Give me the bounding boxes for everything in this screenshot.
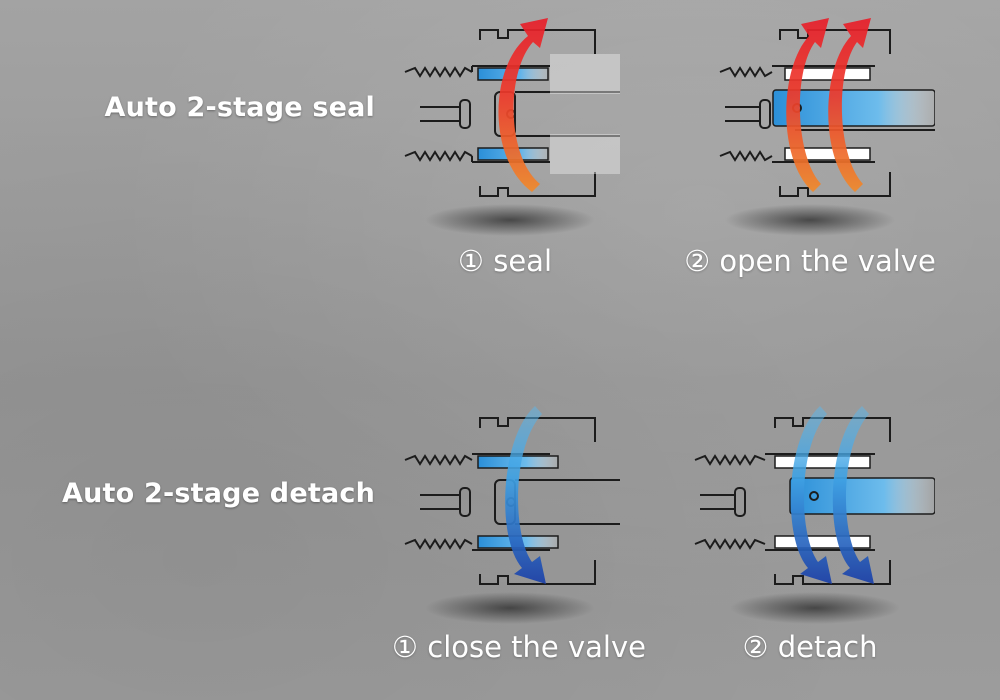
seal-ring-bottom <box>774 535 871 549</box>
diagram-seal-step-1 <box>400 10 620 240</box>
seal-ring-top <box>774 455 871 469</box>
drop-shadow <box>425 592 595 624</box>
flow-arrow-up-icon <box>828 18 871 192</box>
row-title-detach: Auto 2-stage detach <box>62 478 375 509</box>
caption-detach-step-2: ② detach <box>742 630 878 664</box>
valve-body <box>772 89 935 127</box>
seal-ring-top <box>784 67 871 81</box>
flow-arrow-down-icon <box>832 406 874 584</box>
caption-detach-step-1: ① close the valve <box>392 630 646 664</box>
flow-haze <box>550 134 620 174</box>
coupler-cross-section-icon <box>694 417 891 585</box>
coupler-cross-section-icon <box>404 29 620 197</box>
row-title-seal: Auto 2-stage seal <box>104 92 375 123</box>
diagram-seal-step-2 <box>705 10 935 240</box>
valve-body <box>789 477 935 515</box>
diagram-detach-step-2 <box>690 398 935 628</box>
valve-pin <box>809 491 819 501</box>
coupler-cross-section-icon <box>719 29 935 197</box>
drop-shadow <box>730 592 900 624</box>
flow-haze <box>550 54 620 94</box>
diagram-detach-step-1 <box>400 398 620 628</box>
flow-arrow-up-icon <box>786 18 829 192</box>
caption-seal-step-1: ① seal <box>458 244 552 278</box>
drop-shadow <box>425 204 595 236</box>
flow-arrow-down-icon <box>505 406 546 584</box>
drop-shadow <box>725 204 895 236</box>
flow-arrow-down-icon <box>790 406 832 584</box>
flow-arrow-up-icon <box>498 18 548 192</box>
caption-seal-step-2: ② open the valve <box>684 244 936 278</box>
